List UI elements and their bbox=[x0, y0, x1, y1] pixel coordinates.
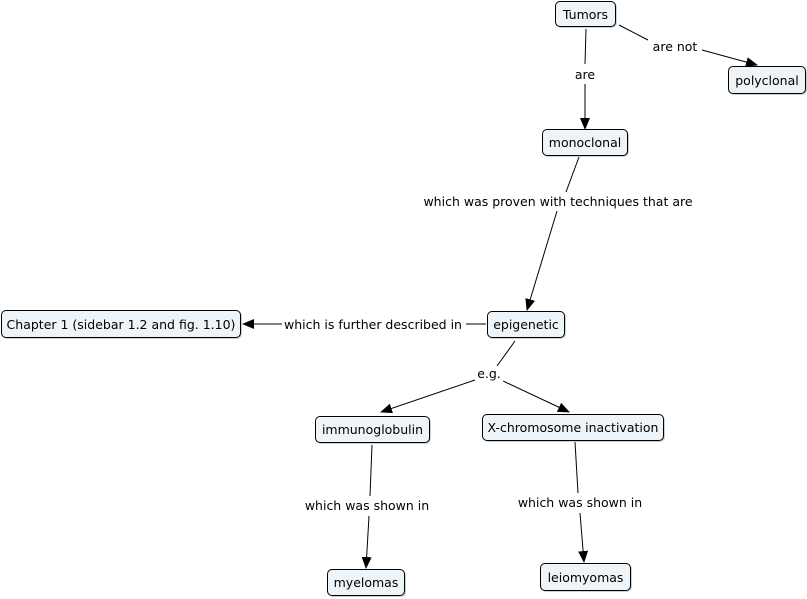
concept-immunoglobulin[interactable]: immunoglobulin bbox=[315, 416, 430, 443]
connector-monoclonal-proven bbox=[565, 156, 580, 193]
link-label-are-not: are not bbox=[650, 39, 700, 55]
concept-monoclonal[interactable]: monoclonal bbox=[542, 129, 628, 156]
link-label-described: which is further described in bbox=[282, 317, 464, 333]
concept-myelomas[interactable]: myelomas bbox=[327, 569, 405, 596]
link-label-proven: which was proven with techniques that ar… bbox=[421, 194, 695, 210]
concept-chapter[interactable]: Chapter 1 (sidebar 1.2 and fig. 1.10) bbox=[1, 310, 241, 338]
connector-x-inactivation-shown bbox=[574, 441, 579, 494]
link-label-shown-1: which was shown in bbox=[302, 498, 432, 514]
concept-polyclonal[interactable]: polyclonal bbox=[728, 66, 806, 94]
concept-leiomyomas[interactable]: leiomyomas bbox=[540, 563, 631, 591]
connector-shown-leiomyomas bbox=[578, 512, 589, 563]
concept-x-inactivation[interactable]: X-chromosome inactivation bbox=[482, 414, 664, 441]
connector-tumors-are-not bbox=[618, 24, 649, 41]
connector-shown-myelomas bbox=[361, 515, 372, 569]
connector-eg-x-inactivation bbox=[502, 380, 570, 413]
connector-are-not-polyclonal bbox=[701, 49, 758, 67]
connector-tumors-are bbox=[584, 28, 587, 65]
link-label-shown-2: which was shown in bbox=[515, 495, 645, 511]
link-label-eg: e.g. bbox=[475, 366, 503, 382]
link-label-are: are bbox=[572, 67, 598, 83]
connector-immunoglobulin-shown bbox=[369, 444, 373, 497]
concept-tumors[interactable]: Tumors bbox=[555, 1, 616, 27]
connector-eg-immunoglobulin bbox=[380, 379, 476, 414]
concept-epigenetic[interactable]: epigenetic bbox=[487, 311, 565, 338]
connector-epigenetic-eg bbox=[496, 340, 516, 367]
connector-proven-epigenetic bbox=[525, 210, 558, 311]
